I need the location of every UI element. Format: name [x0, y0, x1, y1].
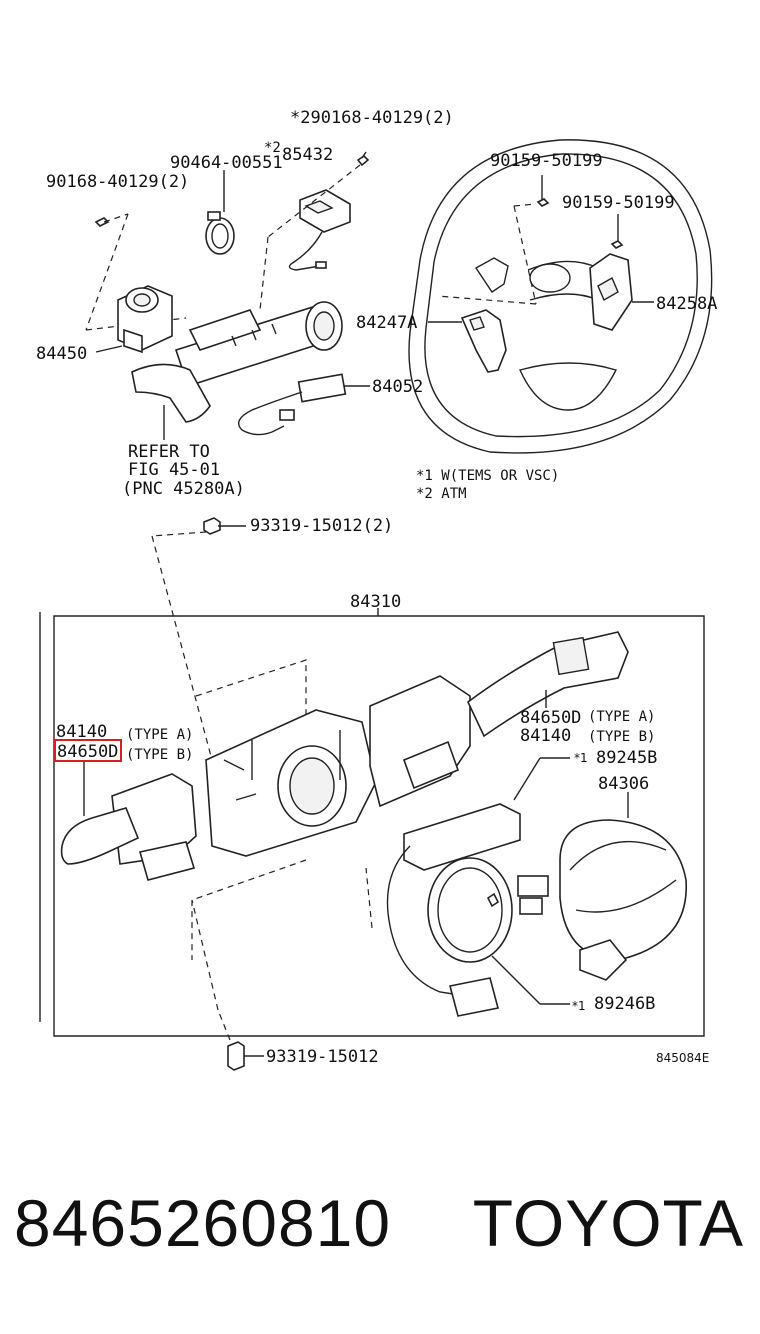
steering-column-icon — [131, 301, 343, 423]
label-90159-b: 90159-50199 — [562, 193, 675, 213]
label-type-a-right: (TYPE A) — [588, 709, 655, 725]
label-note-2: *2 ATM — [416, 486, 467, 502]
label-84140-left: 84140 — [56, 722, 107, 742]
label-93319-a: 93319-15012(2) — [250, 516, 393, 536]
label-84306: 84306 — [598, 774, 649, 794]
label-diagram-code: 845084E — [656, 1051, 709, 1065]
label-85432: 85432 — [282, 145, 333, 165]
label-84310: 84310 — [350, 592, 401, 612]
label-screw-left: 90168-40129(2) — [46, 172, 189, 192]
label-84650D-left: 84650D — [57, 742, 118, 762]
steering-sensor-icon — [386, 803, 521, 1017]
label-star1-a: *1 — [574, 751, 588, 765]
screw-left-icon — [94, 217, 110, 227]
label-84650D-right: 84650D — [520, 708, 581, 728]
steering-column-group — [85, 151, 370, 440]
combination-switch-group — [39, 517, 705, 1071]
label-star2: *2 — [264, 140, 281, 156]
highlight-box — [54, 739, 122, 762]
switch-85432-icon — [288, 189, 351, 271]
part-number: 8465260810 — [14, 1186, 392, 1260]
light-switch-icon — [60, 773, 197, 881]
switch-84258A-icon — [589, 253, 633, 331]
screw-top-icon — [356, 151, 370, 167]
label-star1-b: *1 — [572, 999, 586, 1013]
switch-body-icon — [205, 709, 377, 857]
harness-84052-icon — [238, 373, 347, 436]
screw-93319-icon — [203, 517, 221, 535]
label-84052: 84052 — [372, 377, 423, 397]
label-84450: 84450 — [36, 344, 87, 364]
screw-icon — [610, 240, 624, 249]
switch-84247A-icon — [460, 257, 509, 373]
ignition-switch-icon — [117, 285, 173, 354]
label-type-b-left: (TYPE B) — [126, 747, 193, 763]
label-screw-top: *290168-40129(2) — [290, 108, 454, 128]
steering-wheel-group — [408, 139, 713, 454]
brand-name: TOYOTA — [472, 1186, 744, 1260]
clamp-ring-icon — [205, 211, 235, 255]
label-90159-a: 90159-50199 — [490, 151, 603, 171]
label-90464: 90464-00551 — [170, 153, 283, 173]
label-refer-2: FIG 45-01 — [128, 460, 220, 480]
label-93319-b: 93319-15012 — [266, 1047, 379, 1067]
label-type-a-left: (TYPE A) — [126, 727, 193, 743]
label-84140-right: 84140 — [520, 726, 571, 746]
spiral-cable-icon — [517, 819, 687, 981]
label-type-b-right: (TYPE B) — [588, 729, 655, 745]
screw-bottom-icon — [227, 1041, 245, 1071]
label-refer-3: (PNC 45280A) — [122, 479, 245, 499]
label-89246B: 89246B — [594, 994, 655, 1014]
label-84258A: 84258A — [656, 294, 717, 314]
label-refer-1: REFER TO — [128, 442, 210, 462]
screw-icon — [536, 198, 550, 207]
wiper-switch-icon — [369, 631, 629, 808]
label-89245B: 89245B — [596, 748, 657, 768]
label-note-1: *1 W(TEMS OR VSC) — [416, 468, 559, 484]
footer: 8465260810 TOYOTA — [0, 1185, 760, 1285]
sensor-ring-icon — [427, 857, 513, 963]
label-84247A: 84247A — [356, 313, 417, 333]
